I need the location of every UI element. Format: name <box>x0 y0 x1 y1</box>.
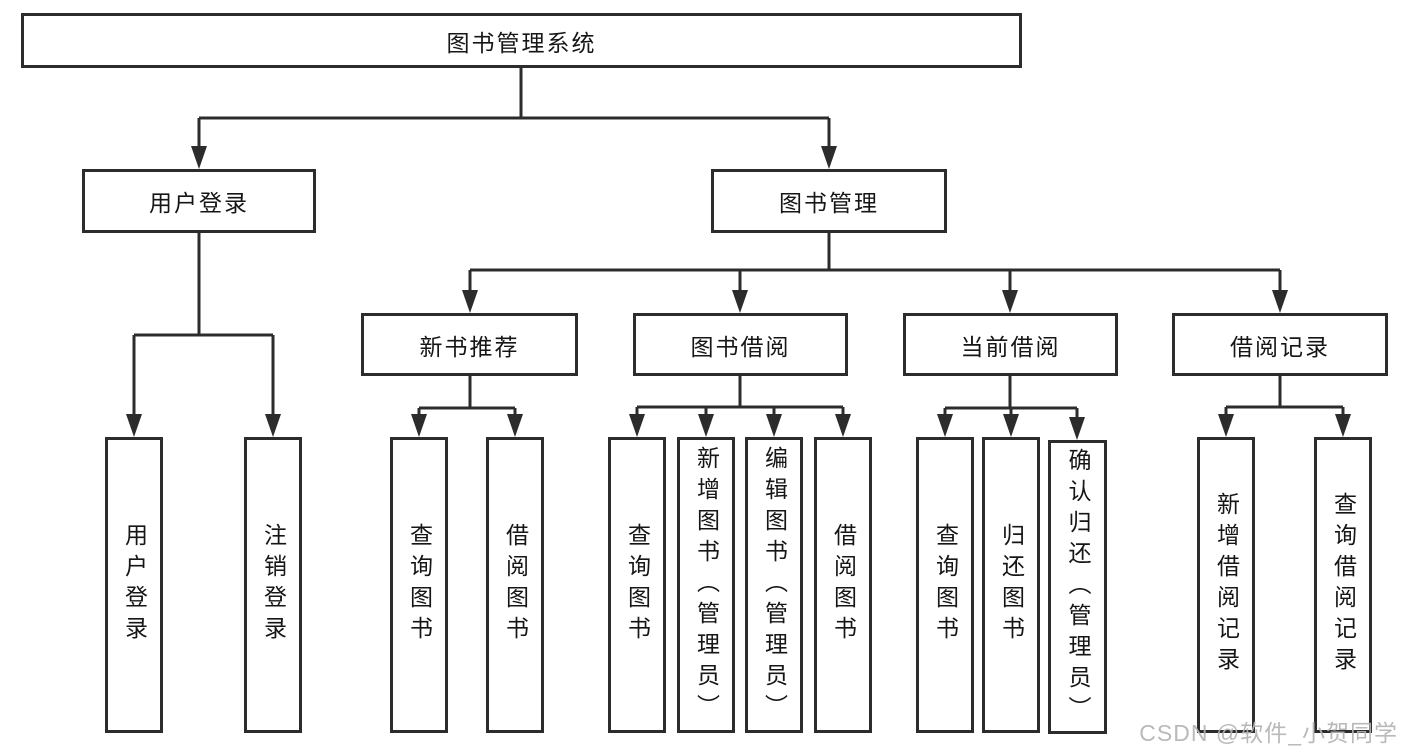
leaf-cb-query-books: 查询图书 <box>916 437 974 733</box>
arrow-down-icon <box>1069 417 1085 440</box>
leaf-nbr-borrow-books-label: 借阅图书 <box>502 523 529 647</box>
node-book-mgmt-label: 图书管理 <box>779 190 879 216</box>
leaf-cb-query-books-label: 查询图书 <box>932 523 959 647</box>
leaf-nbr-query-books-label: 查询图书 <box>406 523 433 647</box>
leaf-nbr-borrow-books: 借阅图书 <box>486 437 544 733</box>
arrow-down-icon <box>411 414 427 437</box>
arrow-down-icon <box>1002 290 1018 313</box>
node-current-borrow-label: 当前借阅 <box>960 333 1061 360</box>
arrow-down-icon <box>629 414 645 437</box>
wire-new-book-rec-to-leaves <box>417 376 517 415</box>
node-user-login-label: 用户登录 <box>149 190 249 216</box>
wire-current-borrow-to-leaves <box>943 376 1079 418</box>
node-new-book-rec-label: 新书推荐 <box>419 333 520 360</box>
leaf-user-login: 用户登录 <box>105 437 163 733</box>
node-current-borrow: 当前借阅 <box>903 313 1118 376</box>
leaf-bb-add-book-admin-label: 新增图书（管理员） <box>693 445 720 725</box>
arrow-down-icon <box>821 146 837 169</box>
leaf-bb-query-books: 查询图书 <box>608 437 666 733</box>
leaf-bb-borrow-books-label: 借阅图书 <box>830 523 857 647</box>
wire-book-mgmt-to-level3 <box>468 233 1282 292</box>
wire-book-borrow-to-leaves <box>635 376 845 415</box>
watermark: CSDN @软件_小贺同学 <box>1139 720 1398 746</box>
leaf-user-login-label: 用户登录 <box>121 523 148 647</box>
arrow-down-icon <box>698 414 714 437</box>
leaf-bb-borrow-books: 借阅图书 <box>814 437 872 733</box>
leaf-cb-confirm-return-admin: 确认归还（管理员） <box>1048 440 1107 734</box>
leaf-bb-add-book-admin: 新增图书（管理员） <box>677 437 735 733</box>
node-book-borrow-label: 图书借阅 <box>690 333 791 360</box>
node-user-login: 用户登录 <box>82 169 316 233</box>
arrow-down-icon <box>462 290 478 313</box>
arrow-down-icon <box>191 146 207 169</box>
arrow-down-icon <box>265 414 281 437</box>
leaf-br-add-record-label: 新增借阅记录 <box>1213 492 1240 678</box>
node-borrow-record: 借阅记录 <box>1172 313 1388 376</box>
node-root-label: 图书管理系统 <box>446 29 597 56</box>
leaf-bb-query-books-label: 查询图书 <box>624 523 651 647</box>
wire-root-to-level2 <box>197 68 831 148</box>
leaf-cb-return-books: 归还图书 <box>982 437 1040 733</box>
arrow-down-icon <box>835 414 851 437</box>
arrow-down-icon <box>766 414 782 437</box>
leaf-bb-edit-book-admin: 编辑图书（管理员） <box>745 437 803 733</box>
arrow-down-icon <box>937 414 953 437</box>
leaf-nbr-query-books: 查询图书 <box>390 437 448 733</box>
arrow-down-icon <box>126 414 142 437</box>
arrow-down-icon <box>732 290 748 313</box>
leaf-logout: 注销登录 <box>244 437 302 733</box>
node-borrow-record-label: 借阅记录 <box>1230 333 1330 360</box>
leaf-bb-edit-book-admin-label: 编辑图书（管理员） <box>761 445 788 725</box>
leaf-logout-label: 注销登录 <box>260 523 287 647</box>
node-book-borrow: 图书借阅 <box>633 313 848 376</box>
arrow-down-icon <box>507 414 523 437</box>
node-book-mgmt: 图书管理 <box>711 169 947 233</box>
node-new-book-rec: 新书推荐 <box>361 313 578 376</box>
arrow-down-icon <box>1003 414 1019 437</box>
leaf-br-query-record: 查询借阅记录 <box>1314 437 1372 733</box>
leaf-cb-return-books-label: 归还图书 <box>998 523 1025 647</box>
wire-borrow-record-to-leaves <box>1224 376 1345 415</box>
connector-stems <box>132 68 1345 418</box>
wire-user-login-to-leaves <box>132 233 275 415</box>
leaf-br-query-record-label: 查询借阅记录 <box>1330 492 1357 678</box>
arrow-down-icon <box>1335 414 1351 437</box>
leaf-cb-confirm-return-admin-label: 确认归还（管理员） <box>1065 447 1091 727</box>
leaf-br-add-record: 新增借阅记录 <box>1197 437 1255 733</box>
arrow-down-icon <box>1272 290 1288 313</box>
arrowheads <box>126 146 1351 440</box>
node-root: 图书管理系统 <box>21 13 1022 68</box>
arrow-down-icon <box>1218 414 1234 437</box>
